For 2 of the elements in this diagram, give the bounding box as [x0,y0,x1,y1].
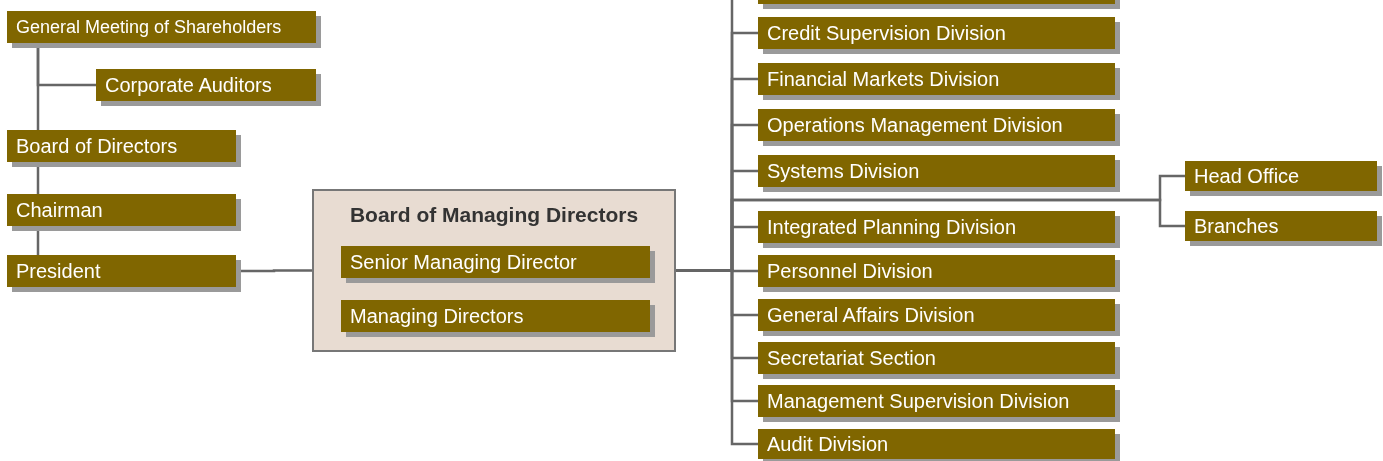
group-heading: Board of Managing Directors [348,203,640,227]
group-panel [312,189,676,352]
